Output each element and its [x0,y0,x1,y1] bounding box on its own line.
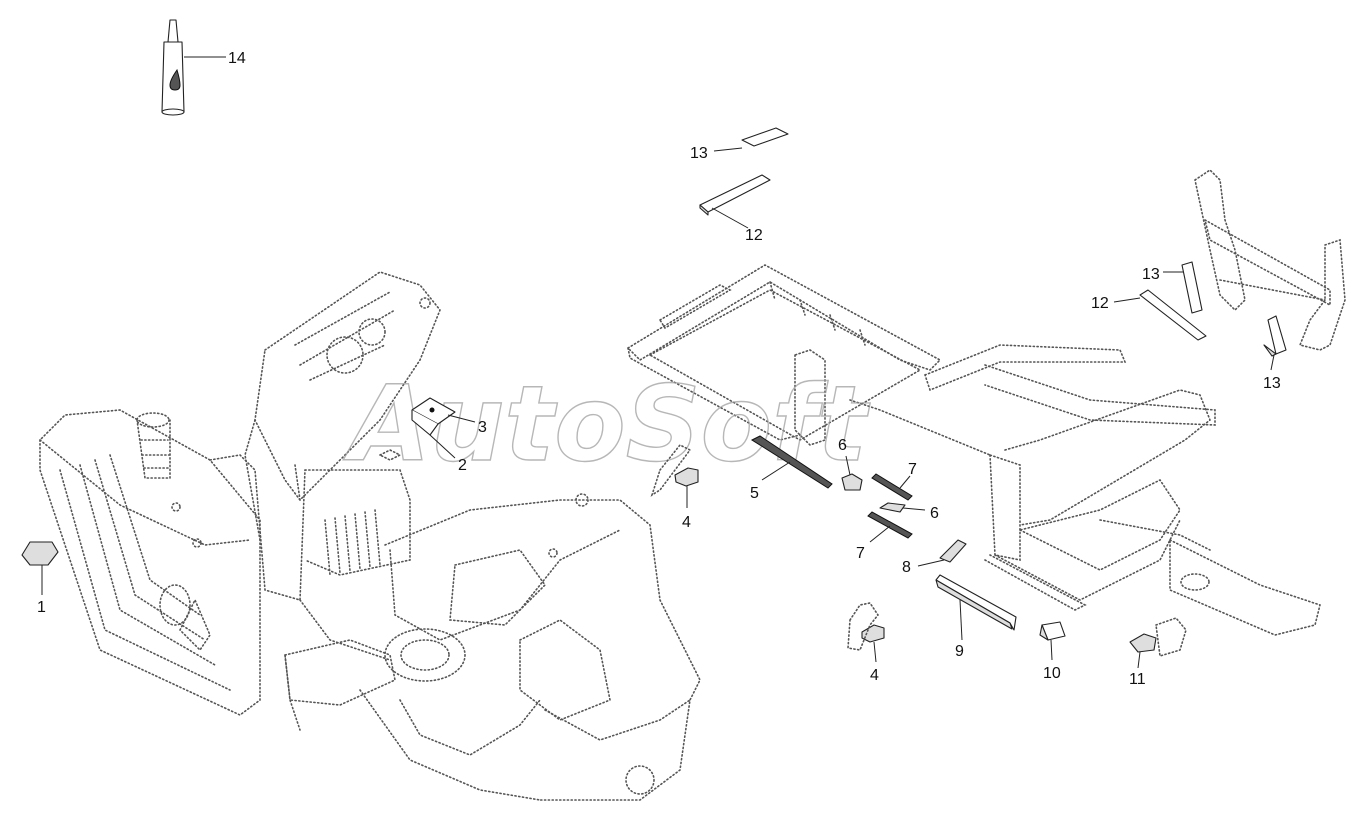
part-4a-block [674,467,699,487]
part-12a-pad [699,174,771,213]
part-11-block [1129,633,1157,653]
callout-4-lower: 4 [870,667,879,684]
callout-14: 14 [228,50,246,67]
part-4b-block [861,624,885,643]
callout-7-upper: 7 [908,461,917,478]
callout-13-right: 13 [1142,266,1160,283]
callout-13-far-right: 13 [1263,375,1281,392]
callout-2: 2 [458,457,467,474]
part-2-bracket [411,410,439,436]
part-5-strip [750,435,833,489]
callout-6-lower: 6 [930,505,939,522]
callout-4-upper: 4 [682,514,691,531]
callout-13-top: 13 [690,145,708,162]
part-7b-strip [867,511,913,539]
part-13b-pad [1181,261,1203,314]
callout-10: 10 [1043,665,1061,682]
callout-6-upper: 6 [838,437,847,454]
callout-1: 1 [37,599,46,616]
callout-7-lower: 7 [856,545,865,562]
floor-frame-assembly [626,168,1346,636]
part-7a-strip [871,473,913,501]
callout-11: 11 [1129,671,1146,688]
oil-drop-icon [169,68,181,91]
sealant-tube-icon [161,19,185,116]
part-1-pad [21,541,59,566]
part-8-pad [939,539,967,563]
callout-8: 8 [902,559,911,576]
part-13a-pad [741,127,789,147]
callout-5: 5 [750,485,759,502]
callout-9: 9 [955,643,964,660]
part-12b-pad [1139,289,1207,341]
cab-base-assembly [39,271,701,801]
callout-12-top: 12 [745,227,763,244]
part-13c-pad [1267,315,1287,355]
part-6b-clip [879,502,906,513]
callout-3: 3 [478,419,487,436]
callout-12-right: 12 [1091,295,1109,312]
